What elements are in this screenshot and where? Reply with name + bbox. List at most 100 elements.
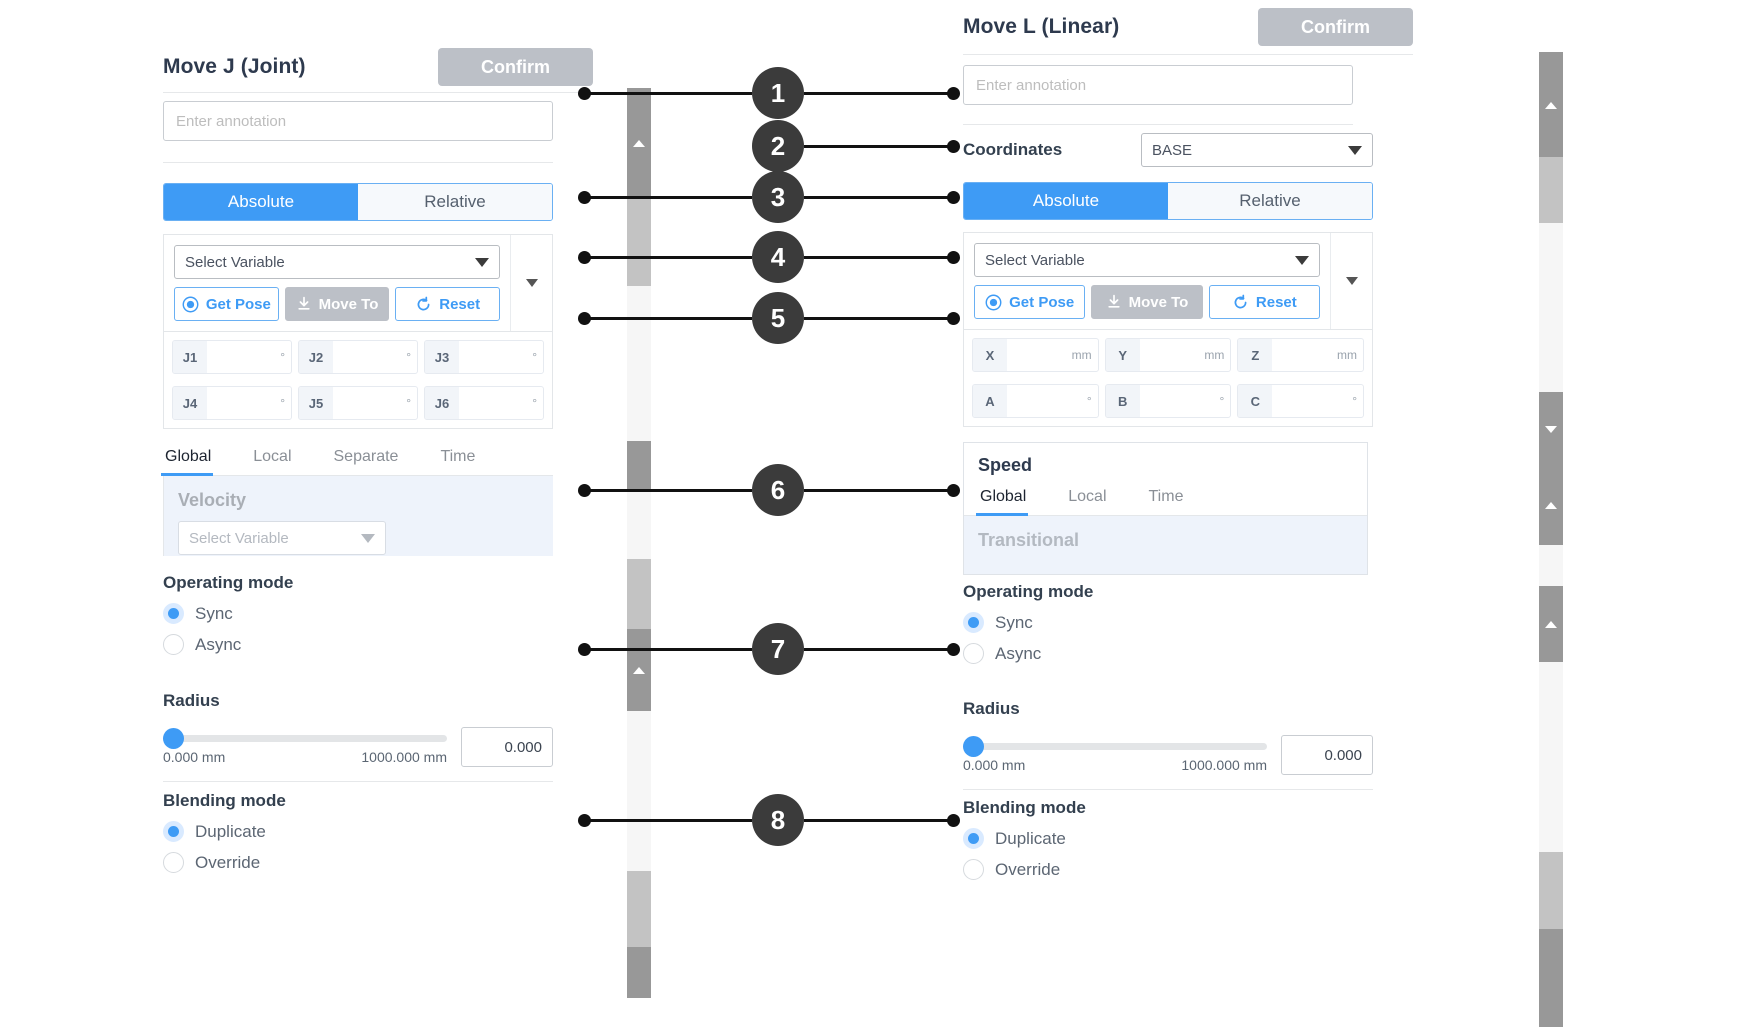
radio-override[interactable]: Override xyxy=(963,859,1373,880)
scrollbar-thumb-d[interactable] xyxy=(627,871,651,947)
move-l-move-to-button[interactable]: Move To xyxy=(1091,285,1203,319)
callout-badge-2: 2 xyxy=(752,120,804,172)
field-a[interactable]: A ° xyxy=(972,384,1099,418)
move-l-scrollbar[interactable] xyxy=(1539,52,1563,1027)
field-j5[interactable]: J5 ° xyxy=(298,386,418,420)
scrollbar-up-arrow[interactable] xyxy=(627,88,651,198)
velocity-select[interactable]: Select Variable xyxy=(178,521,386,555)
radius-slider-knob[interactable] xyxy=(163,728,184,749)
field-x[interactable]: X mm xyxy=(972,338,1099,372)
radio-duplicate-icon[interactable] xyxy=(963,828,984,849)
move-j-annotation-input[interactable] xyxy=(163,101,553,141)
radius-slider-knob[interactable] xyxy=(963,736,984,757)
move-l-variable-select[interactable]: Select Variable xyxy=(974,243,1320,277)
move-l-reset-button[interactable]: Reset xyxy=(1208,285,1320,319)
move-j-scrollbar[interactable] xyxy=(627,88,651,998)
move-j-tab-relative[interactable]: Relative xyxy=(358,184,552,220)
field-j6[interactable]: J6 ° xyxy=(424,386,544,420)
header-divider xyxy=(163,92,593,93)
radio-duplicate-icon[interactable] xyxy=(163,821,184,842)
tab-global[interactable]: Global xyxy=(975,480,1044,516)
radio-async-icon[interactable] xyxy=(963,643,984,664)
move-l-annotation-input[interactable] xyxy=(963,65,1353,105)
field-z[interactable]: Z mm xyxy=(1237,338,1365,372)
move-l-get-pose-button[interactable]: Get Pose xyxy=(974,285,1086,319)
scrollbar-up-arrow[interactable] xyxy=(1539,52,1563,157)
scrollbar-thumb-b[interactable] xyxy=(1539,852,1563,929)
radio-sync-icon[interactable] xyxy=(163,603,184,624)
radio-sync-icon[interactable] xyxy=(963,612,984,633)
radius-value-input[interactable]: 0.000 xyxy=(1281,735,1373,775)
move-l-variable-expand[interactable] xyxy=(1330,233,1372,329)
move-j-variable-select[interactable]: Select Variable xyxy=(174,245,500,279)
move-j-variable-expand[interactable] xyxy=(510,235,552,331)
coordinates-select[interactable]: BASE xyxy=(1141,133,1373,167)
velocity-label: Velocity xyxy=(178,490,247,510)
tab-time[interactable]: Time xyxy=(1148,488,1184,505)
move-j-move-to-button[interactable]: Move To xyxy=(284,287,390,321)
annotation-divider xyxy=(163,162,553,163)
scrollbar-up-arrow-3[interactable] xyxy=(1539,586,1563,662)
move-l-confirm-button[interactable]: Confirm xyxy=(1258,8,1413,46)
move-l-tab-relative[interactable]: Relative xyxy=(1168,183,1372,219)
move-j-blending-mode: Blending mode Duplicate Override xyxy=(163,791,553,873)
radio-override[interactable]: Override xyxy=(163,852,553,873)
tab-local[interactable]: Local xyxy=(253,448,292,465)
radio-async[interactable]: Async xyxy=(163,634,553,655)
move-j-get-pose-button[interactable]: Get Pose xyxy=(174,287,279,321)
field-j3[interactable]: J3 ° xyxy=(424,340,544,374)
field-x-unit: mm xyxy=(1071,348,1092,362)
tab-local[interactable]: Local xyxy=(1068,488,1107,505)
field-b[interactable]: B ° xyxy=(1104,384,1232,418)
scrollbar-thumb-e[interactable] xyxy=(627,947,651,998)
move-j-tab-absolute[interactable]: Absolute xyxy=(164,184,358,220)
scrollbar-thumb-a[interactable] xyxy=(627,198,651,286)
callout-badge-7: 7 xyxy=(752,623,804,675)
move-j-reset-button[interactable]: Reset xyxy=(395,287,501,321)
radio-override-icon[interactable] xyxy=(963,859,984,880)
callout-3-right-line xyxy=(804,196,952,199)
tab-separate[interactable]: Separate xyxy=(333,448,399,465)
move-j-speed-tabs[interactable]: Global Local Separate Time xyxy=(160,440,553,476)
field-c[interactable]: C ° xyxy=(1237,384,1365,418)
scrollbar-thumb-b[interactable] xyxy=(627,441,651,491)
radio-sync-label: Sync xyxy=(195,603,233,623)
field-j1[interactable]: J1 ° xyxy=(172,340,292,374)
scrollbar-up-arrow-2[interactable] xyxy=(1539,465,1563,545)
scrollbar-thumb-a[interactable] xyxy=(1539,157,1563,223)
radio-sync[interactable]: Sync xyxy=(963,612,1373,633)
radio-duplicate[interactable]: Duplicate xyxy=(163,821,553,842)
scrollbar-thumb-c[interactable] xyxy=(627,559,651,629)
move-l-speed-tabs[interactable]: Global Local Time xyxy=(964,480,1367,516)
radio-async[interactable]: Async xyxy=(963,643,1373,664)
radio-override-icon[interactable] xyxy=(163,852,184,873)
scrollbar-track-c[interactable] xyxy=(1539,662,1563,852)
move-l-mode-toggle[interactable]: Absolute Relative xyxy=(963,182,1373,220)
radius-divider xyxy=(163,781,553,782)
move-l-tab-absolute[interactable]: Absolute xyxy=(964,183,1168,219)
move-j-confirm-button[interactable]: Confirm xyxy=(438,48,593,86)
scrollbar-track-a[interactable] xyxy=(1539,223,1563,392)
field-j2[interactable]: J2 ° xyxy=(298,340,418,374)
scrollbar-down-arrow[interactable] xyxy=(1539,392,1563,465)
radius-range-labels: 0.000 mm 1000.000 mm xyxy=(163,749,447,765)
move-j-mode-toggle[interactable]: Absolute Relative xyxy=(163,183,553,221)
scrollbar-track-c[interactable] xyxy=(627,711,651,871)
scrollbar-track-b[interactable] xyxy=(1539,545,1563,586)
radio-async-icon[interactable] xyxy=(163,634,184,655)
field-y[interactable]: Y mm xyxy=(1104,338,1232,372)
field-j4[interactable]: J4 ° xyxy=(172,386,292,420)
field-j2-unit: ° xyxy=(406,350,411,364)
scrollbar-track-b[interactable] xyxy=(627,491,651,559)
radius-value-input[interactable]: 0.000 xyxy=(461,727,553,767)
scrollbar-up-arrow-2[interactable] xyxy=(627,629,651,711)
radio-override-label: Override xyxy=(995,859,1061,879)
radius-slider-track[interactable] xyxy=(963,736,1267,757)
radio-sync[interactable]: Sync xyxy=(163,603,553,624)
scrollbar-thumb-c[interactable] xyxy=(1539,929,1563,1027)
radius-slider-track[interactable] xyxy=(163,728,447,749)
radio-duplicate[interactable]: Duplicate xyxy=(963,828,1373,849)
tab-global[interactable]: Global xyxy=(160,440,229,476)
tab-time[interactable]: Time xyxy=(440,448,476,465)
scrollbar-track-a[interactable] xyxy=(627,286,651,441)
